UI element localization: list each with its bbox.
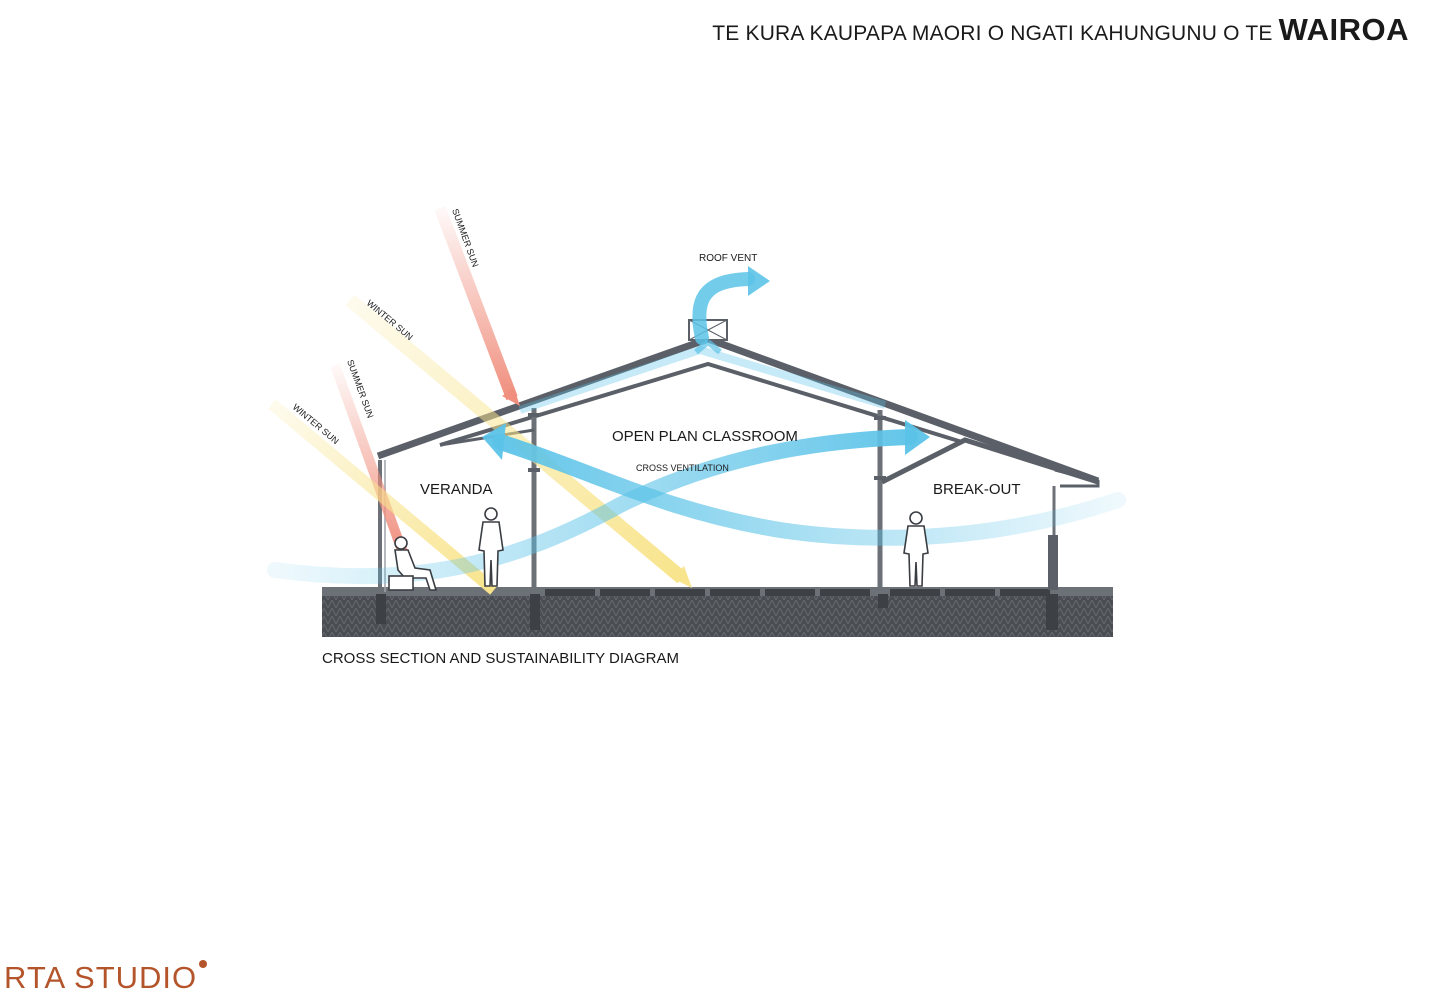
cross-ventilation-label: CROSS VENTILATION [636, 463, 729, 473]
break-out-label: BREAK-OUT [933, 481, 1021, 498]
people-silhouettes [388, 507, 929, 591]
classroom-label: OPEN PLAN CLASSROOM [612, 428, 798, 445]
title-bold: WAIROA [1278, 12, 1409, 47]
page-title: TE KURA KAUPAPA MAORI O NGATI KAHUNGUNU … [712, 12, 1409, 48]
cross-ventilation [267, 420, 1126, 585]
person-seated-veranda [388, 536, 438, 591]
title-prefix: TE KURA KAUPAPA MAORI O NGATI KAHUNGUNU … [712, 22, 1273, 45]
person-standing-breakout [903, 511, 929, 587]
floor-joists [545, 589, 1050, 596]
foundation-piles [376, 594, 1058, 630]
airflow-right-to-left [492, 434, 1126, 546]
brand-dot [199, 960, 208, 968]
summer-sun-ray-1 [434, 205, 518, 401]
veranda-label: VERANDA [420, 481, 493, 498]
airflow-left-to-right [267, 429, 918, 585]
brand-name: RTA STUDIO [4, 960, 198, 995]
breakout-roof [880, 437, 1099, 485]
diagram-caption: CROSS SECTION AND SUSTAINABILITY DIAGRAM [322, 650, 679, 667]
roof-vent-label: ROOF VENT [699, 253, 757, 264]
roof-vent-airflow [518, 266, 887, 414]
person-standing-veranda [478, 507, 504, 587]
ground [322, 594, 1113, 637]
brand-logo: RTA STUDIO [4, 960, 208, 996]
summer-sun-ray-2 [330, 363, 409, 558]
